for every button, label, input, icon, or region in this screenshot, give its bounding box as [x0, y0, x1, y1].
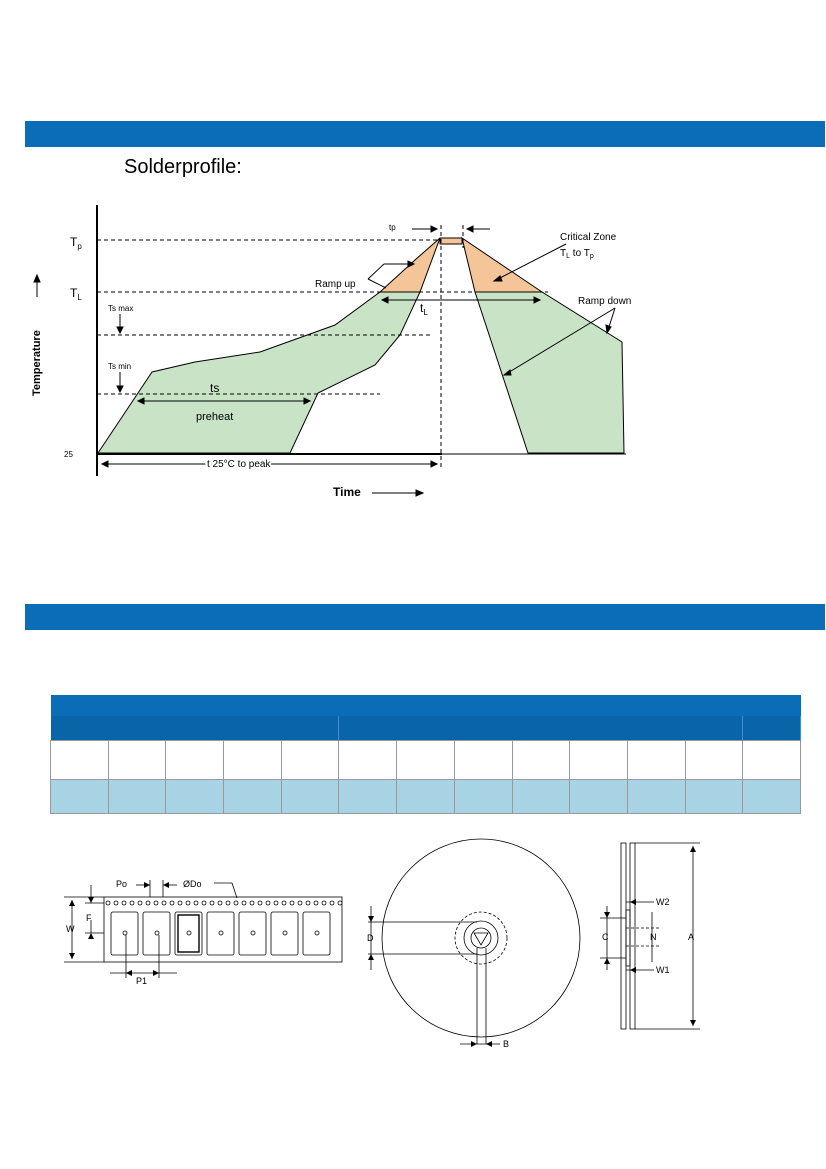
- p1-label: P1: [136, 976, 147, 986]
- sprocket-hole: [177, 900, 183, 906]
- pocket-hole: [218, 930, 224, 936]
- ramp-down-zone: [474, 291, 625, 454]
- sprocket-hole: [241, 900, 247, 906]
- tape-pocket: [142, 911, 171, 956]
- sprocket-hole: [289, 900, 295, 906]
- sprocket-hole: [201, 900, 207, 906]
- table-group-header: [742, 716, 801, 741]
- c-label: C: [602, 932, 609, 942]
- sprocket-hole: [273, 900, 279, 906]
- ramp-up-label: Ramp up: [315, 279, 356, 290]
- reel-side-drawing: [600, 842, 700, 1030]
- w2-label: W2: [656, 897, 670, 907]
- sprocket-hole: [329, 900, 335, 906]
- pocket-hole: [314, 930, 320, 936]
- tape-pocket: [110, 911, 139, 956]
- sprocket-hole: [225, 900, 231, 906]
- critical-range-label: TL to Tp: [560, 248, 594, 260]
- preheat-zone: [97, 291, 421, 454]
- w-label: W: [66, 924, 75, 934]
- sprocket-hole: [313, 900, 319, 906]
- sprocket-hole: [185, 900, 191, 906]
- t25-to-peak-label: t 25°C to peak: [207, 459, 271, 470]
- ramp-down-label: Ramp down: [578, 296, 631, 307]
- b-label: B: [503, 1039, 509, 1049]
- ts-max-label: Ts max: [108, 304, 133, 313]
- ts-min-label: Ts min: [108, 362, 131, 371]
- tape-reel-spec-table: [50, 695, 801, 814]
- carrier-tape-drawing: [64, 880, 343, 978]
- sprocket-hole: [257, 900, 263, 906]
- t25-label: 25: [64, 450, 73, 459]
- ts-label: ts: [210, 381, 219, 395]
- w1-label: W1: [656, 965, 670, 975]
- sprocket-hole: [321, 900, 327, 906]
- d-label: D: [367, 933, 374, 943]
- pocket-hole: [282, 930, 288, 936]
- preheat-label: preheat: [196, 411, 233, 423]
- section-header-band-2: [25, 604, 825, 630]
- tape-pocket: [238, 911, 267, 956]
- pocket-hole: [122, 930, 128, 936]
- n-label: N: [650, 932, 657, 942]
- sprocket-hole: [129, 900, 135, 906]
- sprocket-hole: [265, 900, 271, 906]
- tape-pocket: [174, 911, 203, 956]
- critical-zone-label: Critical Zone: [560, 232, 617, 243]
- y-axis-label: Temperature: [31, 330, 43, 396]
- sprocket-hole: [337, 900, 343, 906]
- table-group-header: [50, 716, 340, 741]
- x-axis-label: Time: [333, 485, 361, 499]
- tape-pocket: [206, 911, 235, 956]
- pocket-hole: [250, 930, 256, 936]
- pocket-hole: [154, 930, 160, 936]
- do-label: ØDo: [183, 879, 202, 889]
- sprocket-hole: [281, 900, 287, 906]
- sprocket-hole: [305, 900, 311, 906]
- table-group-header: [338, 716, 744, 741]
- tp-time-label: tp: [389, 223, 396, 232]
- table-title-row: [50, 695, 801, 716]
- sprocket-hole: [209, 900, 215, 906]
- component-in-pocket: [177, 914, 200, 953]
- sprocket-hole: [169, 900, 175, 906]
- sprocket-hole: [153, 900, 159, 906]
- tape-pocket: [270, 911, 299, 956]
- ramp-down-critical-zone: [461, 236, 544, 293]
- sprocket-hole: [145, 900, 151, 906]
- tp-label: Tp: [70, 235, 82, 251]
- sprocket-hole: [249, 900, 255, 906]
- sprocket-hole: [137, 900, 143, 906]
- sprocket-hole: [105, 900, 111, 906]
- table-row: [50, 779, 801, 814]
- tl-label: TL: [70, 286, 82, 302]
- sprocket-hole: [297, 900, 303, 906]
- ramp-up-critical-zone: [378, 237, 441, 293]
- pocket-hole: [186, 930, 192, 936]
- section-header-band-1: [25, 121, 825, 147]
- sprocket-hole: [217, 900, 223, 906]
- table-row: [50, 740, 801, 780]
- sprocket-hole: [193, 900, 199, 906]
- sprocket-hole: [233, 900, 239, 906]
- sprocket-hole: [121, 900, 127, 906]
- tape-pocket: [302, 911, 331, 956]
- f-label: F: [86, 913, 92, 923]
- sprocket-hole: [161, 900, 167, 906]
- peak-zone: [439, 237, 463, 245]
- a-label: A: [688, 932, 694, 942]
- reel-front-drawing: [368, 838, 581, 1045]
- section-title: Solderprofile:: [124, 156, 242, 178]
- tl-time-label: tL: [420, 301, 428, 317]
- po-label: Po: [116, 879, 127, 889]
- sprocket-hole: [113, 900, 119, 906]
